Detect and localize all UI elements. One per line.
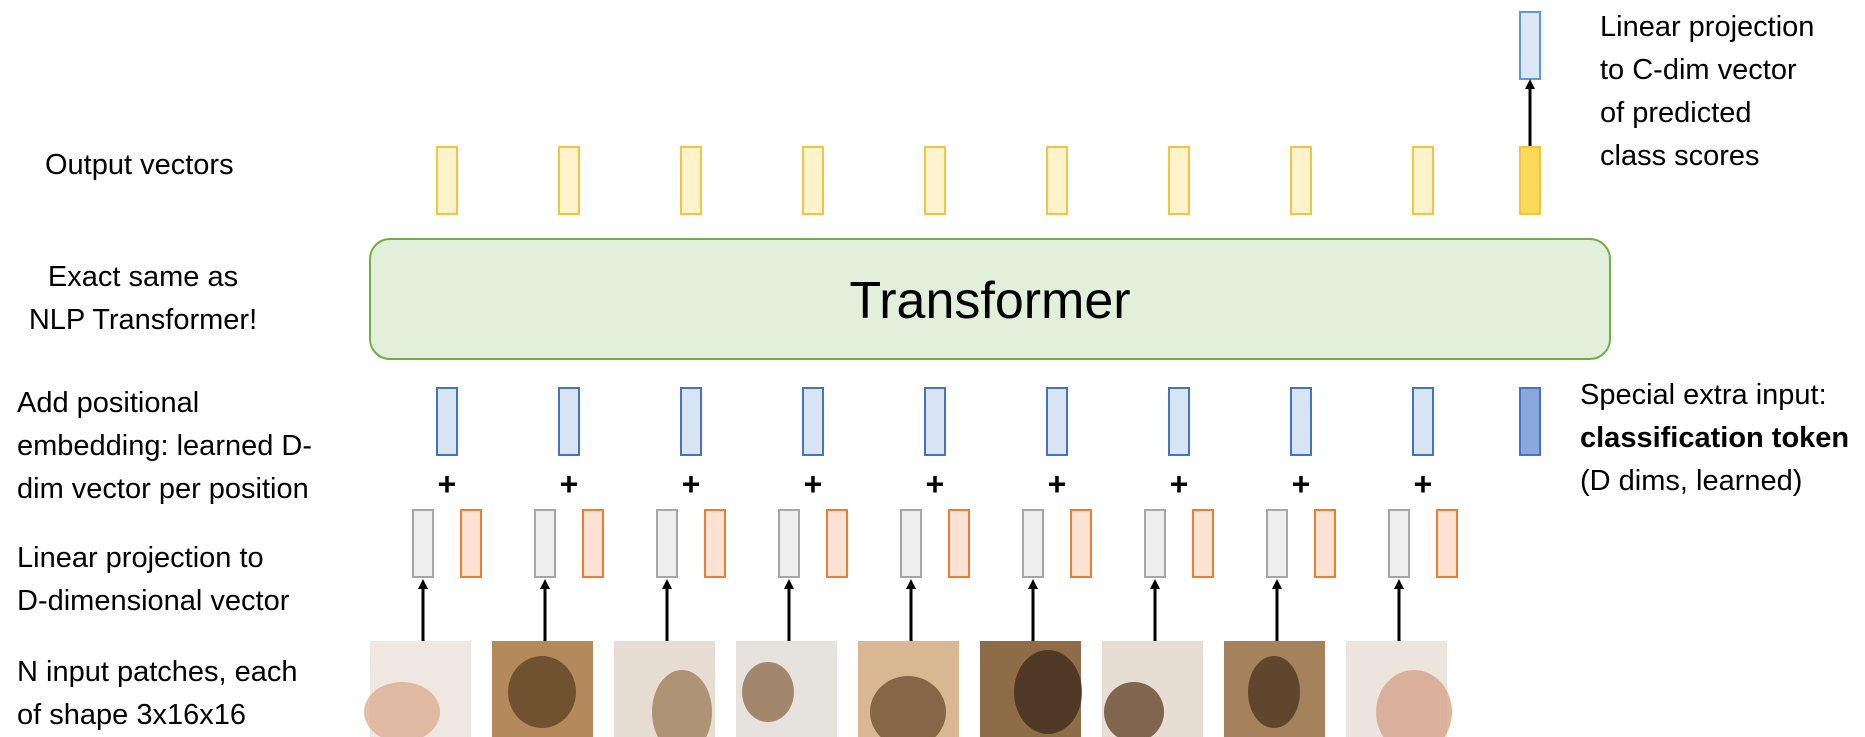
patch-detail — [742, 662, 794, 722]
output-vector — [1046, 146, 1068, 215]
embedded-vector — [1412, 387, 1434, 456]
special-input-line3: (D dims, learned) — [1580, 465, 1803, 497]
patch-projection-vector — [1266, 509, 1288, 578]
cat-ear2-patch — [1346, 641, 1452, 737]
cat-head-top-patch — [736, 641, 837, 737]
patch-projection-vector — [656, 509, 678, 578]
patch-detail — [1014, 650, 1082, 734]
projection-arrows — [418, 579, 1404, 641]
special-input-line1: Special extra input: — [1580, 379, 1827, 411]
patch-position-vector — [582, 509, 604, 578]
patch-detail — [364, 682, 440, 737]
output-vector — [1290, 146, 1312, 215]
patch-detail — [508, 656, 576, 728]
projection-vectors — [412, 509, 1458, 578]
plus-sign: + — [1414, 466, 1433, 502]
output-vectors — [436, 146, 1541, 215]
input-patches-label: N input patches, each of shape 3x16x16 — [17, 656, 298, 731]
plus-sign: + — [560, 466, 579, 502]
classification-token-label: classification token — [1580, 422, 1850, 454]
patch-projection-vector — [534, 509, 556, 578]
plus-sign: + — [438, 466, 457, 502]
patch-detail — [870, 676, 946, 737]
patch-position-vector — [826, 509, 848, 578]
patch-position-vector — [1070, 509, 1092, 578]
positional-embeddings — [436, 387, 1541, 456]
patch-detail — [1376, 670, 1452, 737]
exact-same-label: Exact same as NLP Transformer! — [28, 261, 258, 336]
patch-projection-vector — [900, 509, 922, 578]
embedded-vector — [558, 387, 580, 456]
special-input-label: Special extra input: classification toke… — [1580, 374, 1849, 503]
plus-sign: + — [1048, 466, 1067, 502]
patch-detail — [1104, 682, 1164, 737]
embedded-vector — [1168, 387, 1190, 456]
embedded-vector — [436, 387, 458, 456]
output-vector — [680, 146, 702, 215]
patch-projection-vector — [1144, 509, 1166, 578]
embedded-vector — [1290, 387, 1312, 456]
class-scores-vector — [1519, 11, 1541, 80]
output-vector — [924, 146, 946, 215]
embedded-vector — [924, 387, 946, 456]
cat-chin-patch — [1102, 641, 1203, 737]
input-patches — [364, 641, 1452, 737]
patch-position-vector — [704, 509, 726, 578]
cat-eyes-patch — [980, 641, 1082, 737]
patch-projection-vector — [1388, 509, 1410, 578]
patch-position-vector — [460, 509, 482, 578]
patch-position-vector — [1192, 509, 1214, 578]
embedded-vector — [802, 387, 824, 456]
cat-ear-patch — [364, 641, 471, 737]
output-vector — [558, 146, 580, 215]
output-vector — [1168, 146, 1190, 215]
linear-projection-d-label: Linear projection to D-dimensional vecto… — [17, 542, 290, 617]
classification-token-vector — [1519, 387, 1541, 456]
output-vectors-label: Output vectors — [45, 149, 234, 181]
plus-sign: + — [1170, 466, 1189, 502]
output-vector — [1412, 146, 1434, 215]
plus-sign: + — [804, 466, 823, 502]
embedded-vector — [1046, 387, 1068, 456]
patch-position-vector — [1436, 509, 1458, 578]
patch-projection-vector — [778, 509, 800, 578]
patch-projection-vector — [412, 509, 434, 578]
patch-projection-vector — [1022, 509, 1044, 578]
transformer-label: Transformer — [849, 272, 1130, 330]
patch-position-vector — [1314, 509, 1336, 578]
cat-side-patch — [1224, 641, 1325, 737]
plus-sign: + — [682, 466, 701, 502]
cat-fur-patch — [614, 641, 715, 737]
transformer-box — [369, 238, 1611, 360]
cat-eye-patch — [492, 641, 593, 737]
output-vector — [436, 146, 458, 215]
patch-detail — [1248, 656, 1300, 728]
output-vector — [802, 146, 824, 215]
plus-signs: + + + + + + + + + — [438, 466, 1433, 502]
positional-embedding-label: Add positional embedding: learned D- dim… — [17, 387, 313, 505]
embedded-vector — [680, 387, 702, 456]
classification-output-vector — [1519, 146, 1541, 215]
plus-sign: + — [926, 466, 945, 502]
patch-position-vector — [948, 509, 970, 578]
linear-projection-c-label: Linear projection to C-dim vector of pre… — [1600, 11, 1815, 172]
patch-detail — [652, 670, 712, 737]
plus-sign: + — [1292, 466, 1311, 502]
cat-nose-patch — [858, 641, 959, 737]
